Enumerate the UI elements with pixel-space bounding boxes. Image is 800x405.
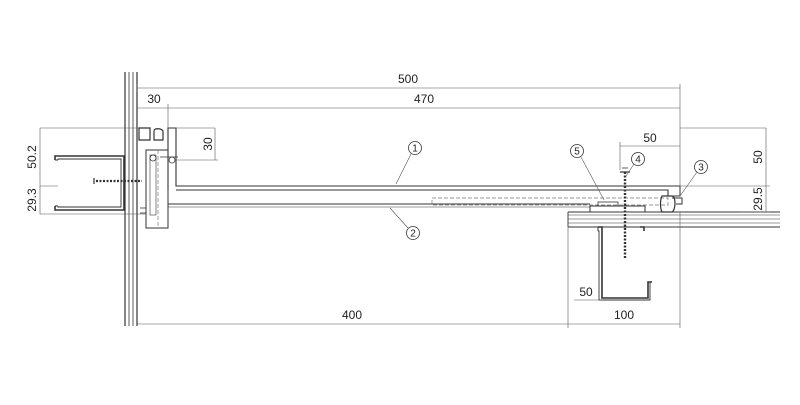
dim-top-offset: 30 (147, 92, 161, 106)
dim-right-50: 50 (643, 131, 657, 145)
wall (124, 72, 138, 326)
dim-right-height: 50 (751, 150, 765, 164)
lower-panel (168, 203, 590, 208)
dim-bottom-span: 400 (342, 308, 362, 322)
callout-1-label: 1 (412, 144, 418, 155)
callout-5-circle (570, 144, 584, 158)
dim-top-overall: 500 (398, 72, 418, 86)
right-c-channel (597, 226, 652, 301)
callout-4-label: 4 (635, 155, 641, 166)
left-trim-profile (138, 127, 164, 141)
dim-right-lower: 29.5 (751, 187, 765, 211)
callout-3-label: 3 (698, 163, 704, 174)
callout-5-label: 5 (574, 147, 580, 158)
left-screw (93, 178, 142, 184)
dim-top-span: 470 (414, 92, 434, 106)
main-panel (167, 127, 681, 197)
mounting-bracket (140, 149, 178, 229)
left-c-channel (54, 155, 125, 211)
callout-1-circle (408, 141, 422, 155)
callout-4-circle (631, 152, 645, 166)
dimension-labels: 500 30 470 30 50 50.2 29.3 50 29.5 400 1… (25, 72, 765, 322)
callout-2-circle (406, 226, 420, 240)
right-clip (589, 201, 646, 213)
callouts: 1 2 3 4 5 (389, 141, 708, 240)
dimension-lines (39, 84, 770, 328)
dim-left-height: 50.2 (25, 145, 39, 169)
callout-3-circle (694, 160, 708, 174)
dim-bottom-right: 100 (614, 308, 634, 322)
right-screw (620, 167, 630, 258)
dashed-insert (431, 197, 669, 206)
dim-bottom-50: 50 (579, 285, 593, 299)
dim-vertical-30: 30 (201, 137, 215, 151)
right-trim-profile (659, 195, 683, 213)
dim-left-lower: 29.3 (25, 188, 39, 212)
floor-deck (567, 211, 780, 228)
callout-2-label: 2 (410, 229, 416, 240)
